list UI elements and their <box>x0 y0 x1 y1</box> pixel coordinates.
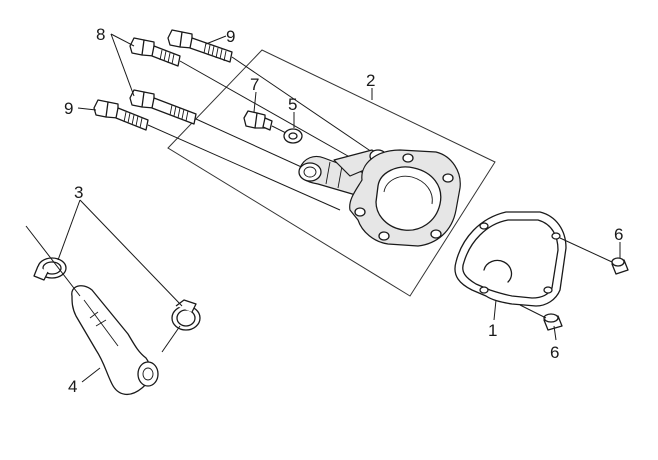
hose-clamp-3-right <box>171 299 201 331</box>
dowel-axis-lines <box>519 237 613 319</box>
bolt-9-left <box>93 99 149 131</box>
label-1: 1 <box>488 321 497 340</box>
bolt-8-top <box>129 37 181 67</box>
assembly-group-frame <box>167 49 496 297</box>
dowel-pin-6-top <box>611 257 629 275</box>
label-9-left: 9 <box>64 99 73 118</box>
label-7: 7 <box>250 75 259 94</box>
bolt-axis-lines <box>147 56 373 211</box>
hose-clamp-3-left <box>33 257 67 281</box>
gasket-1 <box>454 211 567 307</box>
label-2: 2 <box>366 71 375 90</box>
label-3: 3 <box>74 183 83 202</box>
callout-numbers: 8 9 9 2 7 5 3 6 1 6 4 <box>64 25 623 396</box>
hose-axis-lines <box>25 225 181 353</box>
hose-4 <box>71 285 159 395</box>
label-4: 4 <box>68 377 77 396</box>
dowel-pin-6-bottom <box>543 313 563 331</box>
bolt-9-top <box>167 29 233 63</box>
callout-leaders <box>57 33 621 383</box>
label-6-bottom: 6 <box>550 343 559 362</box>
label-9-top: 9 <box>226 27 235 46</box>
bolt-8-lower <box>129 89 197 125</box>
label-8: 8 <box>96 25 105 44</box>
bolt-7 <box>243 110 301 141</box>
washer-5 <box>283 128 303 144</box>
label-5: 5 <box>288 95 297 114</box>
label-6-top: 6 <box>614 225 623 244</box>
pump-cover-2 <box>298 149 461 247</box>
